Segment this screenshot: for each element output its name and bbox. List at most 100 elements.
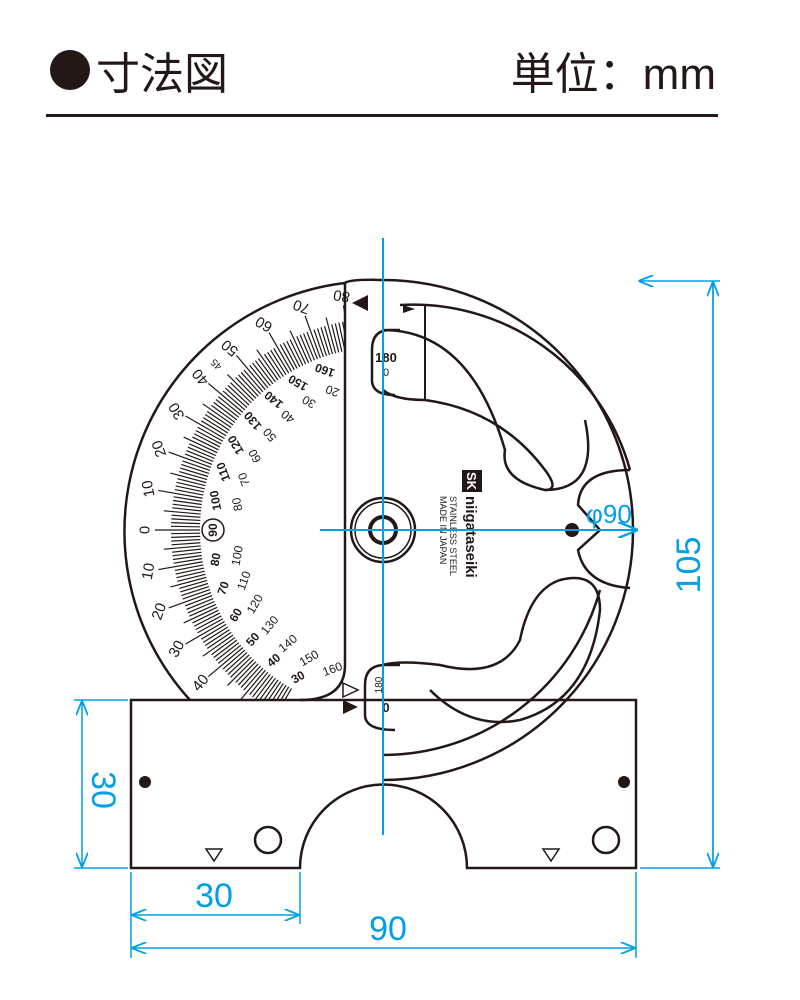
scale-tick: [240, 665, 261, 688]
scale-tick: [213, 639, 238, 659]
scale-tick: [271, 683, 284, 700]
dim-height-total: 105: [670, 537, 708, 594]
scale-tick: [172, 507, 202, 512]
inner-scale-label: 30: [299, 392, 318, 411]
scale-tick: [235, 377, 257, 399]
scale-tick: [357, 320, 361, 349]
bold-scale-label: 110: [213, 460, 233, 483]
scale-tick: [200, 623, 227, 640]
scale-tick: [254, 675, 274, 700]
scale-tick: [263, 679, 279, 700]
scale-tick: [184, 453, 213, 465]
bold-scale-label: 150: [286, 372, 311, 394]
inner-scale-label: 60: [245, 446, 264, 465]
scale-tick: [202, 634, 234, 657]
scale-tick: [187, 446, 215, 460]
bold-scale-label: 160: [313, 360, 337, 380]
bottom-window-sub: 180: [374, 676, 385, 693]
scale-tick: [171, 538, 201, 542]
scale-tick: [174, 564, 204, 572]
triangle-marker-icon: [541, 848, 561, 863]
scale-tick: [270, 349, 287, 376]
scale-tick: [184, 595, 213, 607]
scale-tick: [252, 362, 271, 387]
scale-tick: [267, 351, 284, 377]
bold-scale-label: 100: [207, 489, 224, 511]
base: [129, 698, 638, 870]
scale-tick: [303, 333, 316, 361]
scale-tick: [243, 667, 264, 691]
scale-tick: [316, 328, 328, 357]
scale-tick: [323, 326, 334, 355]
inner-scale-label: 110: [234, 569, 254, 592]
scale-tick: [230, 656, 252, 678]
scale-tick: [202, 626, 229, 643]
bottom-window-value: 0: [382, 700, 389, 715]
scale-tick: [254, 360, 274, 385]
scale-tick: [350, 321, 355, 350]
scale-tick: [158, 561, 203, 571]
material-text: STAINLESS STEEL: [448, 496, 458, 576]
scale-tick: [353, 320, 357, 349]
ring-inner-bottom: [382, 589, 602, 757]
scale-tick: [207, 647, 244, 678]
top-window-sub: 0: [383, 367, 389, 379]
bold-scale-label: 40: [264, 650, 283, 670]
brand-name: niigataseiki: [462, 496, 479, 578]
scale-tick: [286, 340, 301, 368]
bold-scale-label: 50: [243, 629, 263, 648]
bold-scale-label: 130: [241, 408, 265, 433]
scale-tick: [171, 532, 201, 535]
scale-tick: [170, 472, 207, 484]
scale-tick: [225, 652, 248, 673]
logo-text: SK: [464, 472, 479, 491]
scale-tick: [183, 436, 218, 454]
scale-tick: [204, 414, 230, 431]
scale-tick: [174, 488, 204, 496]
scale-tick: [222, 390, 246, 411]
outer-scale-label: 30: [165, 638, 188, 661]
scale-tick: [230, 382, 252, 404]
outer-scale-label: 45: [209, 356, 225, 372]
scale-tick: [200, 420, 227, 437]
scale-tick: [304, 315, 321, 359]
scale-tick: [177, 478, 206, 487]
outer-scale-label: 40: [189, 671, 213, 695]
scale-tick: [185, 620, 225, 645]
scale-tick: [263, 353, 282, 379]
scale-tick: [256, 349, 279, 381]
scale-tick: [206, 410, 232, 429]
protractor-body: [123, 281, 346, 701]
outer-scale-label: 50: [218, 336, 242, 360]
scale-tick: [179, 470, 208, 481]
scale-tick: [172, 551, 202, 557]
scale-tick: [181, 585, 210, 597]
scale-tick: [279, 344, 295, 371]
triangle-marker-icon: [204, 848, 224, 863]
scale-tick: [249, 671, 269, 696]
inner-scale-label: 150: [297, 647, 322, 669]
scale-tick: [171, 518, 201, 522]
outer-scale-label: 80: [332, 286, 351, 306]
base-hole-left: [253, 825, 283, 855]
scale-tick: [252, 673, 271, 698]
scale-tick: [267, 681, 282, 700]
bullet-icon: [50, 50, 90, 90]
scale-tick: [189, 443, 217, 457]
scale-tick: [211, 404, 236, 423]
bold-scale-label: 140: [261, 388, 286, 412]
scale-tick: [172, 499, 202, 506]
scale-tick: [192, 436, 219, 451]
scale-tick: [249, 364, 269, 389]
scale-tick: [217, 644, 242, 664]
outer-scale-label: 60: [253, 312, 276, 335]
scale-tick: [331, 324, 340, 353]
bold-scale-label: 120: [225, 433, 247, 458]
scale-tick: [227, 654, 250, 676]
outer-scale-label: 20: [149, 438, 171, 459]
scale-tick: [163, 545, 201, 550]
scale-tick: [176, 481, 205, 490]
scale-tick: [176, 570, 205, 579]
bottom-window: [363, 663, 400, 732]
